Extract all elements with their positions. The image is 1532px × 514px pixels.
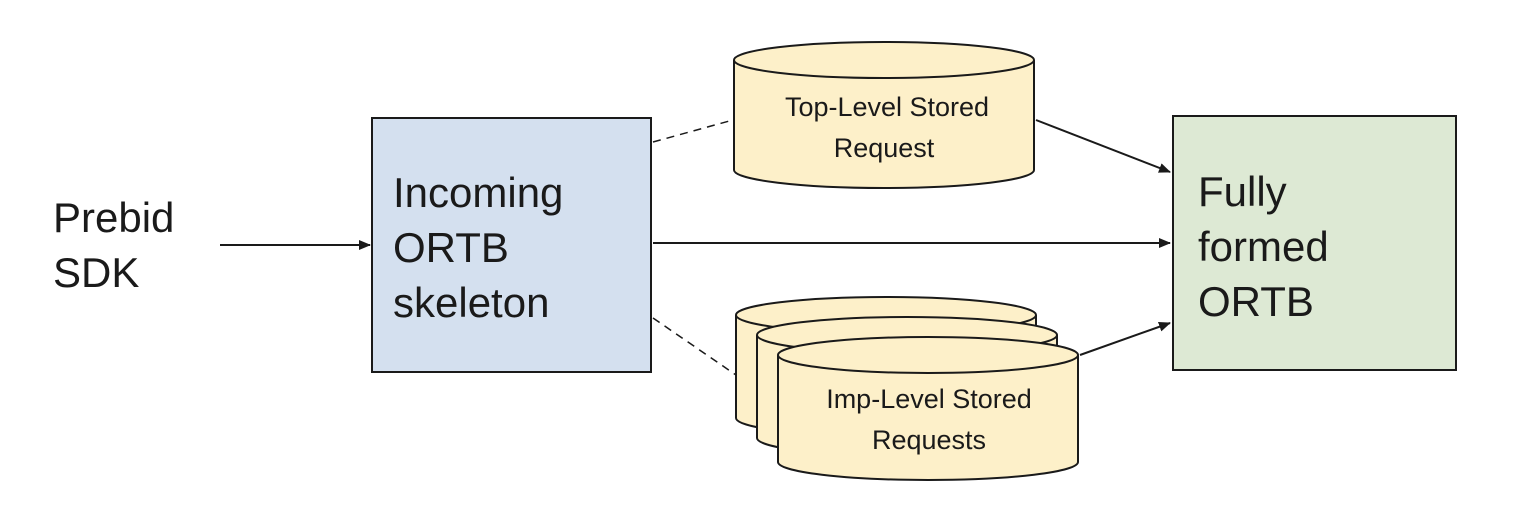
arrow-top-level-to-result [1035,119,1171,173]
arrow-imp-level-to-result [1079,321,1171,356]
skeleton-line-2: ORTB [393,224,509,271]
skeleton-line-1: Incoming [393,169,563,216]
top-level-line-2: Request [834,133,935,163]
dashed-link-imp-level [652,317,737,376]
fully-formed-ortb-box: Fully formed ORTB [1172,115,1457,371]
result-line-1: Fully [1198,168,1287,215]
top-level-stored-request-cylinder: Top-Level Stored Request [733,41,1035,189]
prebid-sdk-line-1: Prebid [53,194,174,241]
top-level-line-1: Top-Level Stored [785,92,989,122]
dashed-link-top-level [652,119,734,143]
imp-level-line-2: Requests [872,425,986,455]
imp-level-stored-requests-stack: Imp-Level Stored Requests [735,296,1079,481]
result-line-3: ORTB [1198,278,1314,325]
result-line-2: formed [1198,223,1329,270]
prebid-sdk-label: Prebid SDK [53,194,174,296]
prebid-sdk-line-2: SDK [53,249,139,296]
imp-level-line-1: Imp-Level Stored [826,384,1032,414]
skeleton-line-3: skeleton [393,279,549,326]
incoming-skeleton-box: Incoming ORTB skeleton [371,117,652,373]
imp-cylinder-front: Imp-Level Stored Requests [777,336,1079,481]
